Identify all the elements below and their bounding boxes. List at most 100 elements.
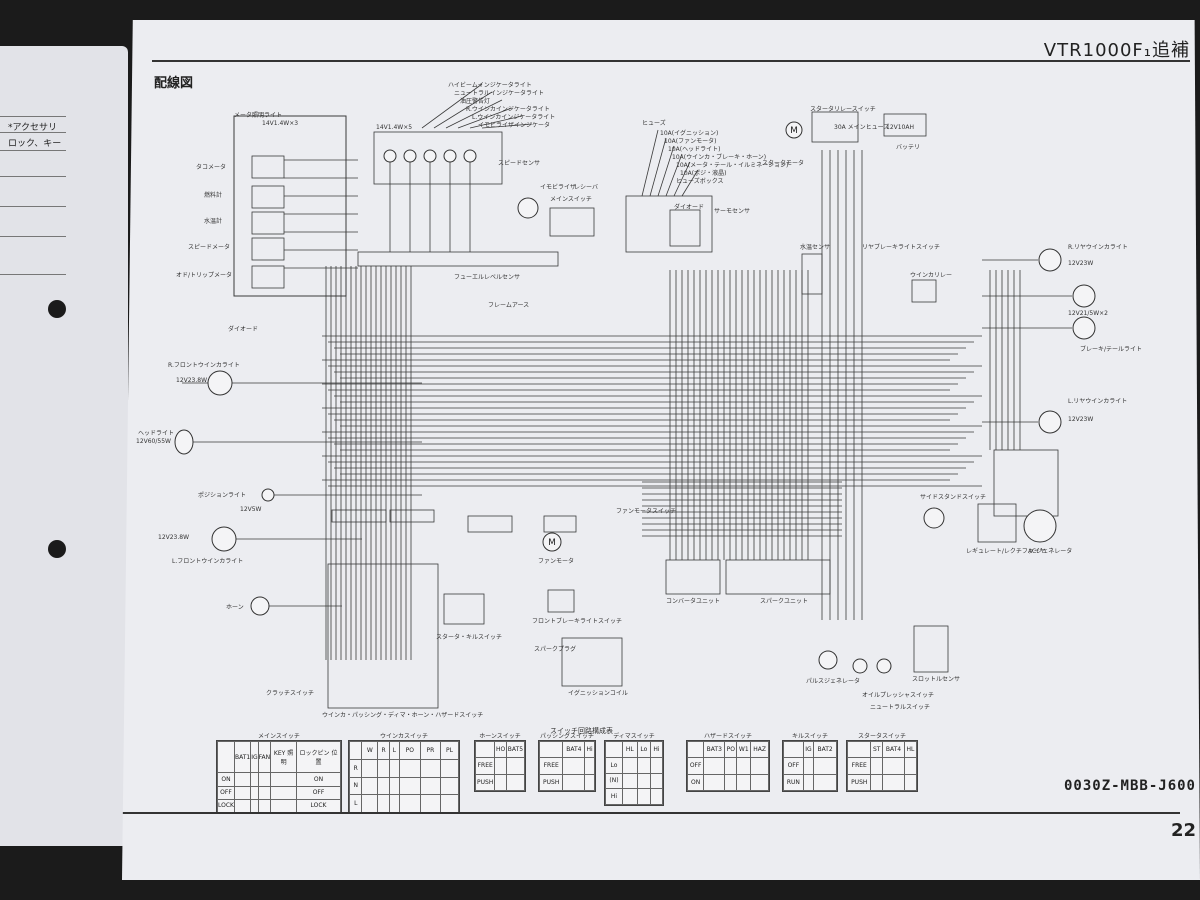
- label-clutch-switch: クラッチスイッチ: [266, 690, 315, 697]
- label-meter-bulb: 14V1.4W×3: [262, 120, 299, 127]
- switch-table-cell: [250, 798, 259, 814]
- main-connector: [357, 251, 559, 267]
- label-main-fuse: 30A メインヒューズ: [834, 124, 890, 131]
- switch-table-cell: FREE: [846, 757, 872, 775]
- indicator-bulb: [423, 149, 437, 163]
- switch-table-cell: [419, 776, 441, 796]
- oil-pressure-switch: [852, 658, 868, 674]
- label-fuse-6: 10A(ポジ・液晶): [680, 170, 727, 177]
- switch-table-cell: [724, 757, 738, 775]
- meter-cluster-box: [233, 115, 347, 297]
- switch-table-cell: [584, 773, 595, 792]
- switch-table-cell: [649, 756, 664, 774]
- switch-table-cell: [636, 788, 651, 805]
- label-battery: バッテリ: [896, 144, 921, 151]
- label-headlight: ヘッドライト: [138, 430, 175, 437]
- switch-table-cell: PL: [439, 741, 460, 760]
- horn-switch-table-title: ホーンスイッチ: [479, 733, 521, 740]
- neutral-switch: [876, 658, 892, 674]
- label-tail-w: 12V21/5W×2: [1068, 310, 1108, 317]
- switch-table-cell: [270, 772, 297, 787]
- switch-table-cell: [813, 757, 837, 775]
- wiring-diagram: M M: [174, 83, 1096, 709]
- wire: [469, 115, 523, 129]
- switch-table-cell: Hi: [584, 740, 595, 759]
- label-neutral-switch: ニュートラルスイッチ: [870, 704, 931, 711]
- label-fuse-4: 10A(ウインカ・ブレーキ・ホーン): [672, 154, 767, 161]
- label-immobilizer: イモビライザ: [540, 184, 577, 191]
- label-r-front-winker: R.フロントウインカライト: [168, 362, 240, 369]
- switch-table-cell: LOCK: [296, 798, 341, 814]
- label-speedometer: スピードメータ: [188, 244, 231, 251]
- label-l-front-winker: L.フロントウインカライト: [172, 558, 244, 565]
- label-starter-kill-switch: スタータ・キルスイッチ: [436, 634, 503, 641]
- switch-table-cell: [584, 757, 595, 775]
- label-fuel-gauge: 燃料計: [204, 192, 223, 199]
- speed-sensor: [517, 197, 539, 219]
- switch-table-row: RUN: [783, 773, 837, 792]
- switch-table-cell: [903, 757, 918, 775]
- label-diode: ダイオード: [228, 326, 259, 333]
- kill-switch-table-title: キルスイッチ: [791, 733, 829, 740]
- switch-table-cell: [538, 740, 564, 759]
- wire: [457, 107, 513, 129]
- label-diode-2: ダイオード: [674, 204, 705, 211]
- switch-table-cell: [736, 773, 752, 792]
- switch-table-cell: [703, 773, 726, 792]
- switch-table-caption: スイッチ回路構成表: [550, 727, 613, 735]
- regulator-box: [977, 503, 1017, 543]
- left-page-rule: [0, 236, 66, 237]
- ac-generator: [1023, 509, 1057, 543]
- switch-table-cell: [636, 772, 651, 790]
- switch-table-cell: FAN: [257, 740, 272, 774]
- label-r-front-winker-w: 12V23.8W: [176, 377, 208, 384]
- switch-table-cell: OFF: [296, 785, 341, 800]
- binder-hole: [48, 540, 66, 558]
- throttle-sensor-box: [913, 625, 949, 673]
- label-l-winker-indicator: L.ウインカインジケータライト: [472, 114, 556, 121]
- label-water-temp-sensor: 水温センサ: [800, 244, 831, 251]
- label-frame-earth: フレームアース: [488, 302, 530, 309]
- switch-table-cell: IG: [250, 740, 259, 774]
- switch-table-cell: R: [348, 758, 363, 778]
- fan-motor: [542, 532, 562, 552]
- switch-table-cell: [388, 758, 400, 778]
- label-spark-plug: スパークプラグ: [534, 646, 577, 653]
- switch-table-cell: R: [377, 741, 390, 760]
- header-rule: [152, 60, 1190, 62]
- label-fuse: ヒューズ: [642, 120, 666, 127]
- switch-table-cell: PUSH: [474, 773, 496, 792]
- label-fuse-2: 10A(ファンモータ): [664, 138, 717, 145]
- switch-table-row: OFF OFF: [217, 785, 341, 800]
- wire: [421, 83, 483, 129]
- switch-table-cell: [398, 794, 421, 813]
- switch-table-cell: [361, 794, 379, 813]
- switch-table-cell: [881, 757, 905, 775]
- switch-table-cell: PUSH: [846, 773, 872, 792]
- switch-table-row: R: [348, 758, 460, 778]
- label-horn: ホーン: [226, 604, 244, 611]
- label-fuel-level-sensor: フューエルレベルセンサ: [454, 274, 521, 281]
- switch-table-cell: [439, 758, 460, 778]
- switch-table-cell: [250, 772, 259, 787]
- switch-table-cell: [636, 756, 651, 774]
- starter-relay-box: [811, 111, 859, 143]
- switch-table-row: (N): [605, 772, 664, 790]
- starter-switch-table-title: スタータスイッチ: [857, 733, 907, 740]
- label-fan-motor: ファンモータ: [538, 558, 575, 565]
- switch-table-cell: [377, 794, 390, 813]
- label-main-switch: メインスイッチ: [550, 196, 592, 203]
- left-page-rule: [0, 116, 66, 117]
- switch-table-row: PUSH: [474, 773, 526, 792]
- water-temp-gauge-box: [251, 211, 285, 235]
- switch-table-cell: [802, 757, 815, 775]
- label-oil-pressure-switch: オイルプレッシャスイッチ: [862, 692, 935, 699]
- label-regulator: レギュレート/レクチファイヤ: [966, 548, 1046, 555]
- switch-table-cell: [388, 776, 400, 796]
- switch-table-cell: OFF: [217, 785, 235, 800]
